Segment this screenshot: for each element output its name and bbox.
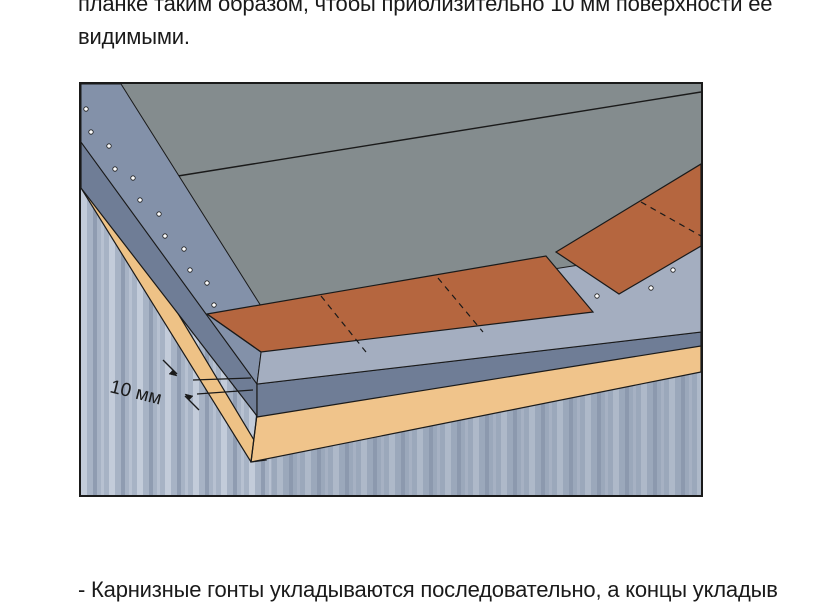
- rake-shingle-strip: [554, 163, 701, 295]
- dimension-10mm: [162, 359, 254, 411]
- paragraph-line-bottom: - Карнизные гонты укладываются последова…: [78, 577, 778, 602]
- nail-holes: [83, 106, 676, 308]
- paragraph-line-continuation: видимыми.: [78, 24, 190, 49]
- paragraph-line-top: планке таким образом, чтобы приблизитель…: [78, 0, 773, 16]
- eave-shingle-illustration: 10 мм: [79, 82, 703, 497]
- underlay-overlap-line: [152, 91, 701, 181]
